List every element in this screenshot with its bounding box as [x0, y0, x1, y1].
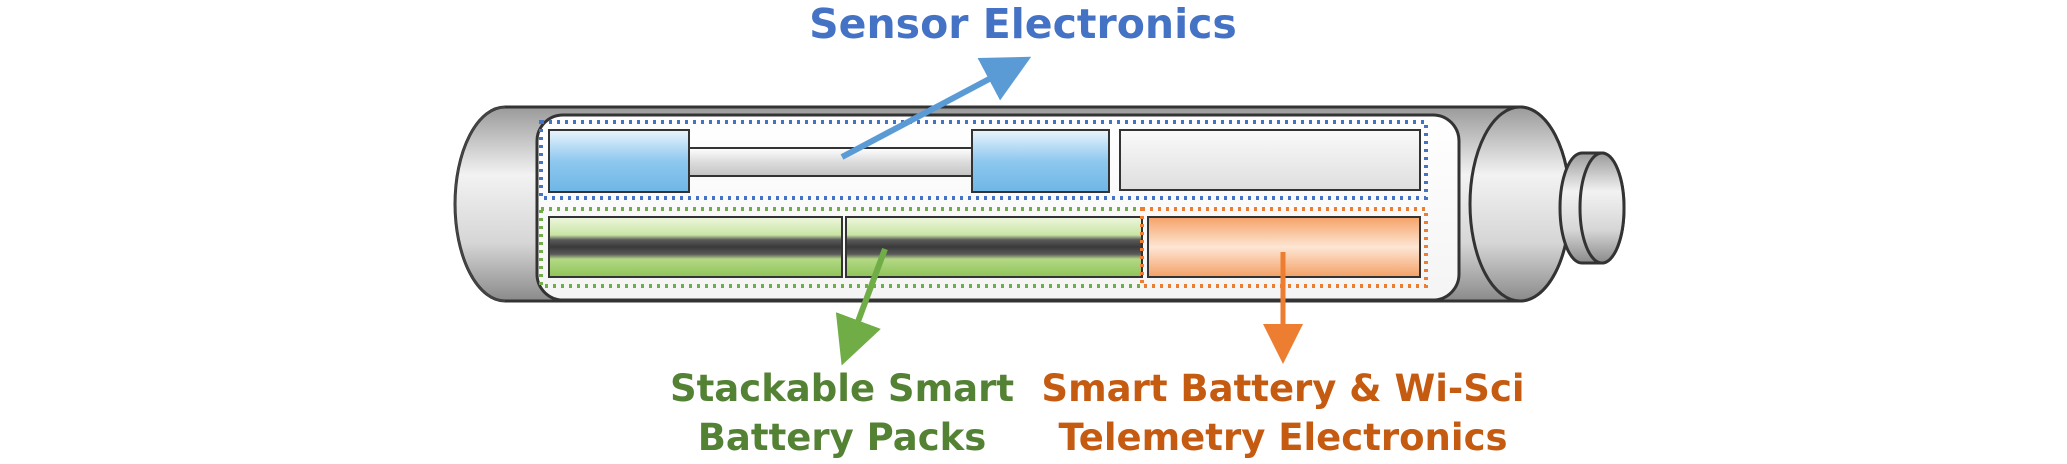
- battery-packs-label-line2: Battery Packs: [698, 416, 987, 459]
- sensor-rod: [688, 147, 973, 177]
- battery-packs-label-line1: Stackable Smart: [670, 367, 1014, 410]
- sensor-outline: [539, 120, 1428, 200]
- telemetry-outline: [1140, 207, 1428, 288]
- sensor-arrow: [840, 56, 1032, 160]
- battery-pack-1: [548, 216, 843, 278]
- battery-packs-group: [539, 207, 1144, 288]
- end-cap: [1558, 151, 1626, 265]
- sensor-module-right: [971, 129, 1110, 193]
- sensor-electronics-label: Sensor Electronics: [809, 0, 1237, 48]
- telemetry-label-line1: Smart Battery & Wi-Sci: [1041, 367, 1524, 410]
- battery-arrow: [835, 247, 888, 366]
- sensor-module-left: [548, 129, 690, 193]
- battery-pack-2: [845, 216, 1143, 278]
- sensor-electronics-group: [539, 120, 1428, 200]
- battery-outline: [539, 207, 1144, 288]
- auxiliary-module: [1119, 129, 1421, 191]
- telemetry-label-line2: Telemetry Electronics: [1058, 416, 1507, 459]
